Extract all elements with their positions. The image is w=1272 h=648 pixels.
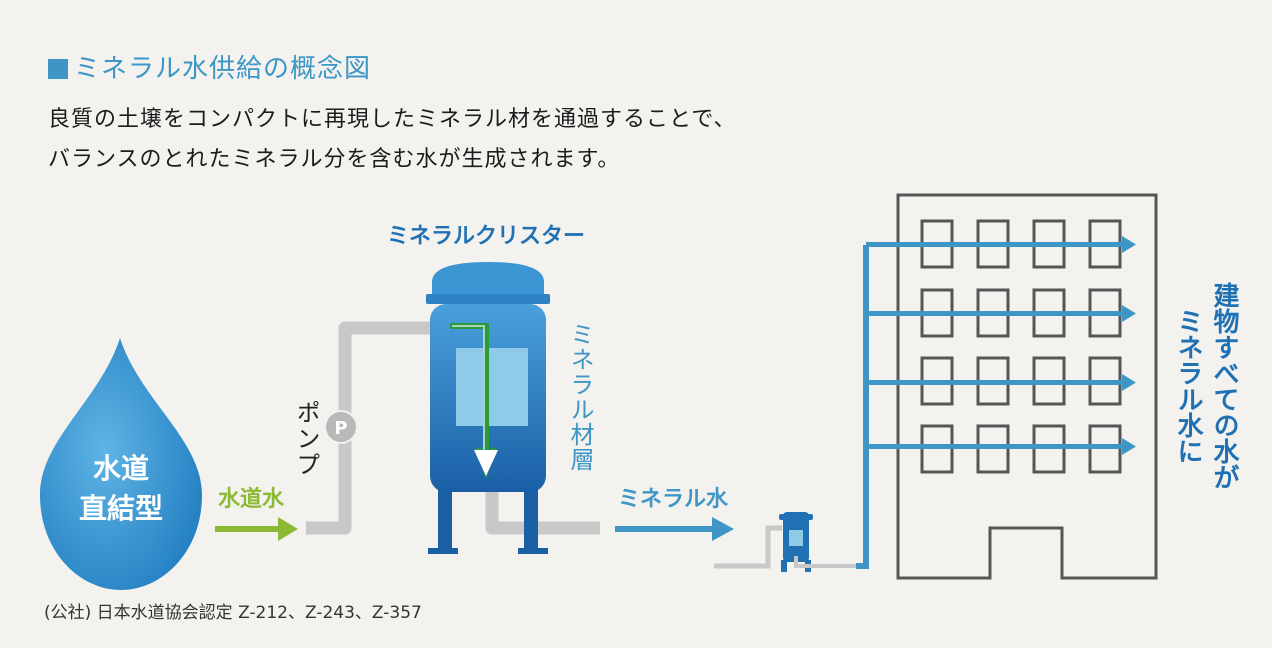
- mineral-water-arrow-icon: [615, 517, 734, 541]
- pump-symbol: P: [334, 418, 347, 439]
- title-square-icon: [48, 59, 68, 79]
- mineral-tank: [426, 262, 550, 554]
- material-layer-label: ミネラル材層: [566, 322, 594, 472]
- outlet-pipe: [485, 480, 600, 535]
- floor-arrows: [866, 236, 1136, 455]
- building-windows: [920, 219, 1122, 474]
- riser-pipe: [856, 245, 869, 569]
- building-label-col-2: ミネラル水に: [1173, 308, 1203, 464]
- drop-label-line-2: 直結型: [79, 492, 163, 525]
- mineral-water-label: ミネラル水: [618, 487, 729, 512]
- description: 良質の土壌をコンパクトに再現したミネラル材を通過することで、 バランスのとれたミ…: [48, 100, 736, 180]
- water-drop-icon: 水道 直結型: [40, 338, 202, 590]
- pump-label: ポンプ: [292, 400, 320, 478]
- title-text: ミネラル水供給の概念図: [74, 54, 372, 84]
- drop-label-line-1: 水道: [93, 452, 149, 485]
- tank-label: ミネラルクリスター: [387, 224, 585, 249]
- tap-water-arrow-icon: [215, 517, 298, 541]
- page-title: ミネラル水供給の概念図: [48, 48, 371, 85]
- building: [896, 193, 1158, 580]
- tap-water-label: 水道水: [218, 486, 285, 512]
- certification-footnote: (公社) 日本水道協会認定 Z-212、Z-243、Z-357: [44, 603, 422, 623]
- building-label-col-1: 建物すべての水が: [1209, 282, 1239, 490]
- description-line-1: 良質の土壌をコンパクトに再現したミネラル材を通過することで、: [48, 107, 737, 132]
- description-line-2: バランスのとれたミネラル分を含む水が生成されます。: [48, 147, 621, 172]
- small-filter-unit: [714, 512, 862, 572]
- pump-icon: P: [324, 410, 358, 444]
